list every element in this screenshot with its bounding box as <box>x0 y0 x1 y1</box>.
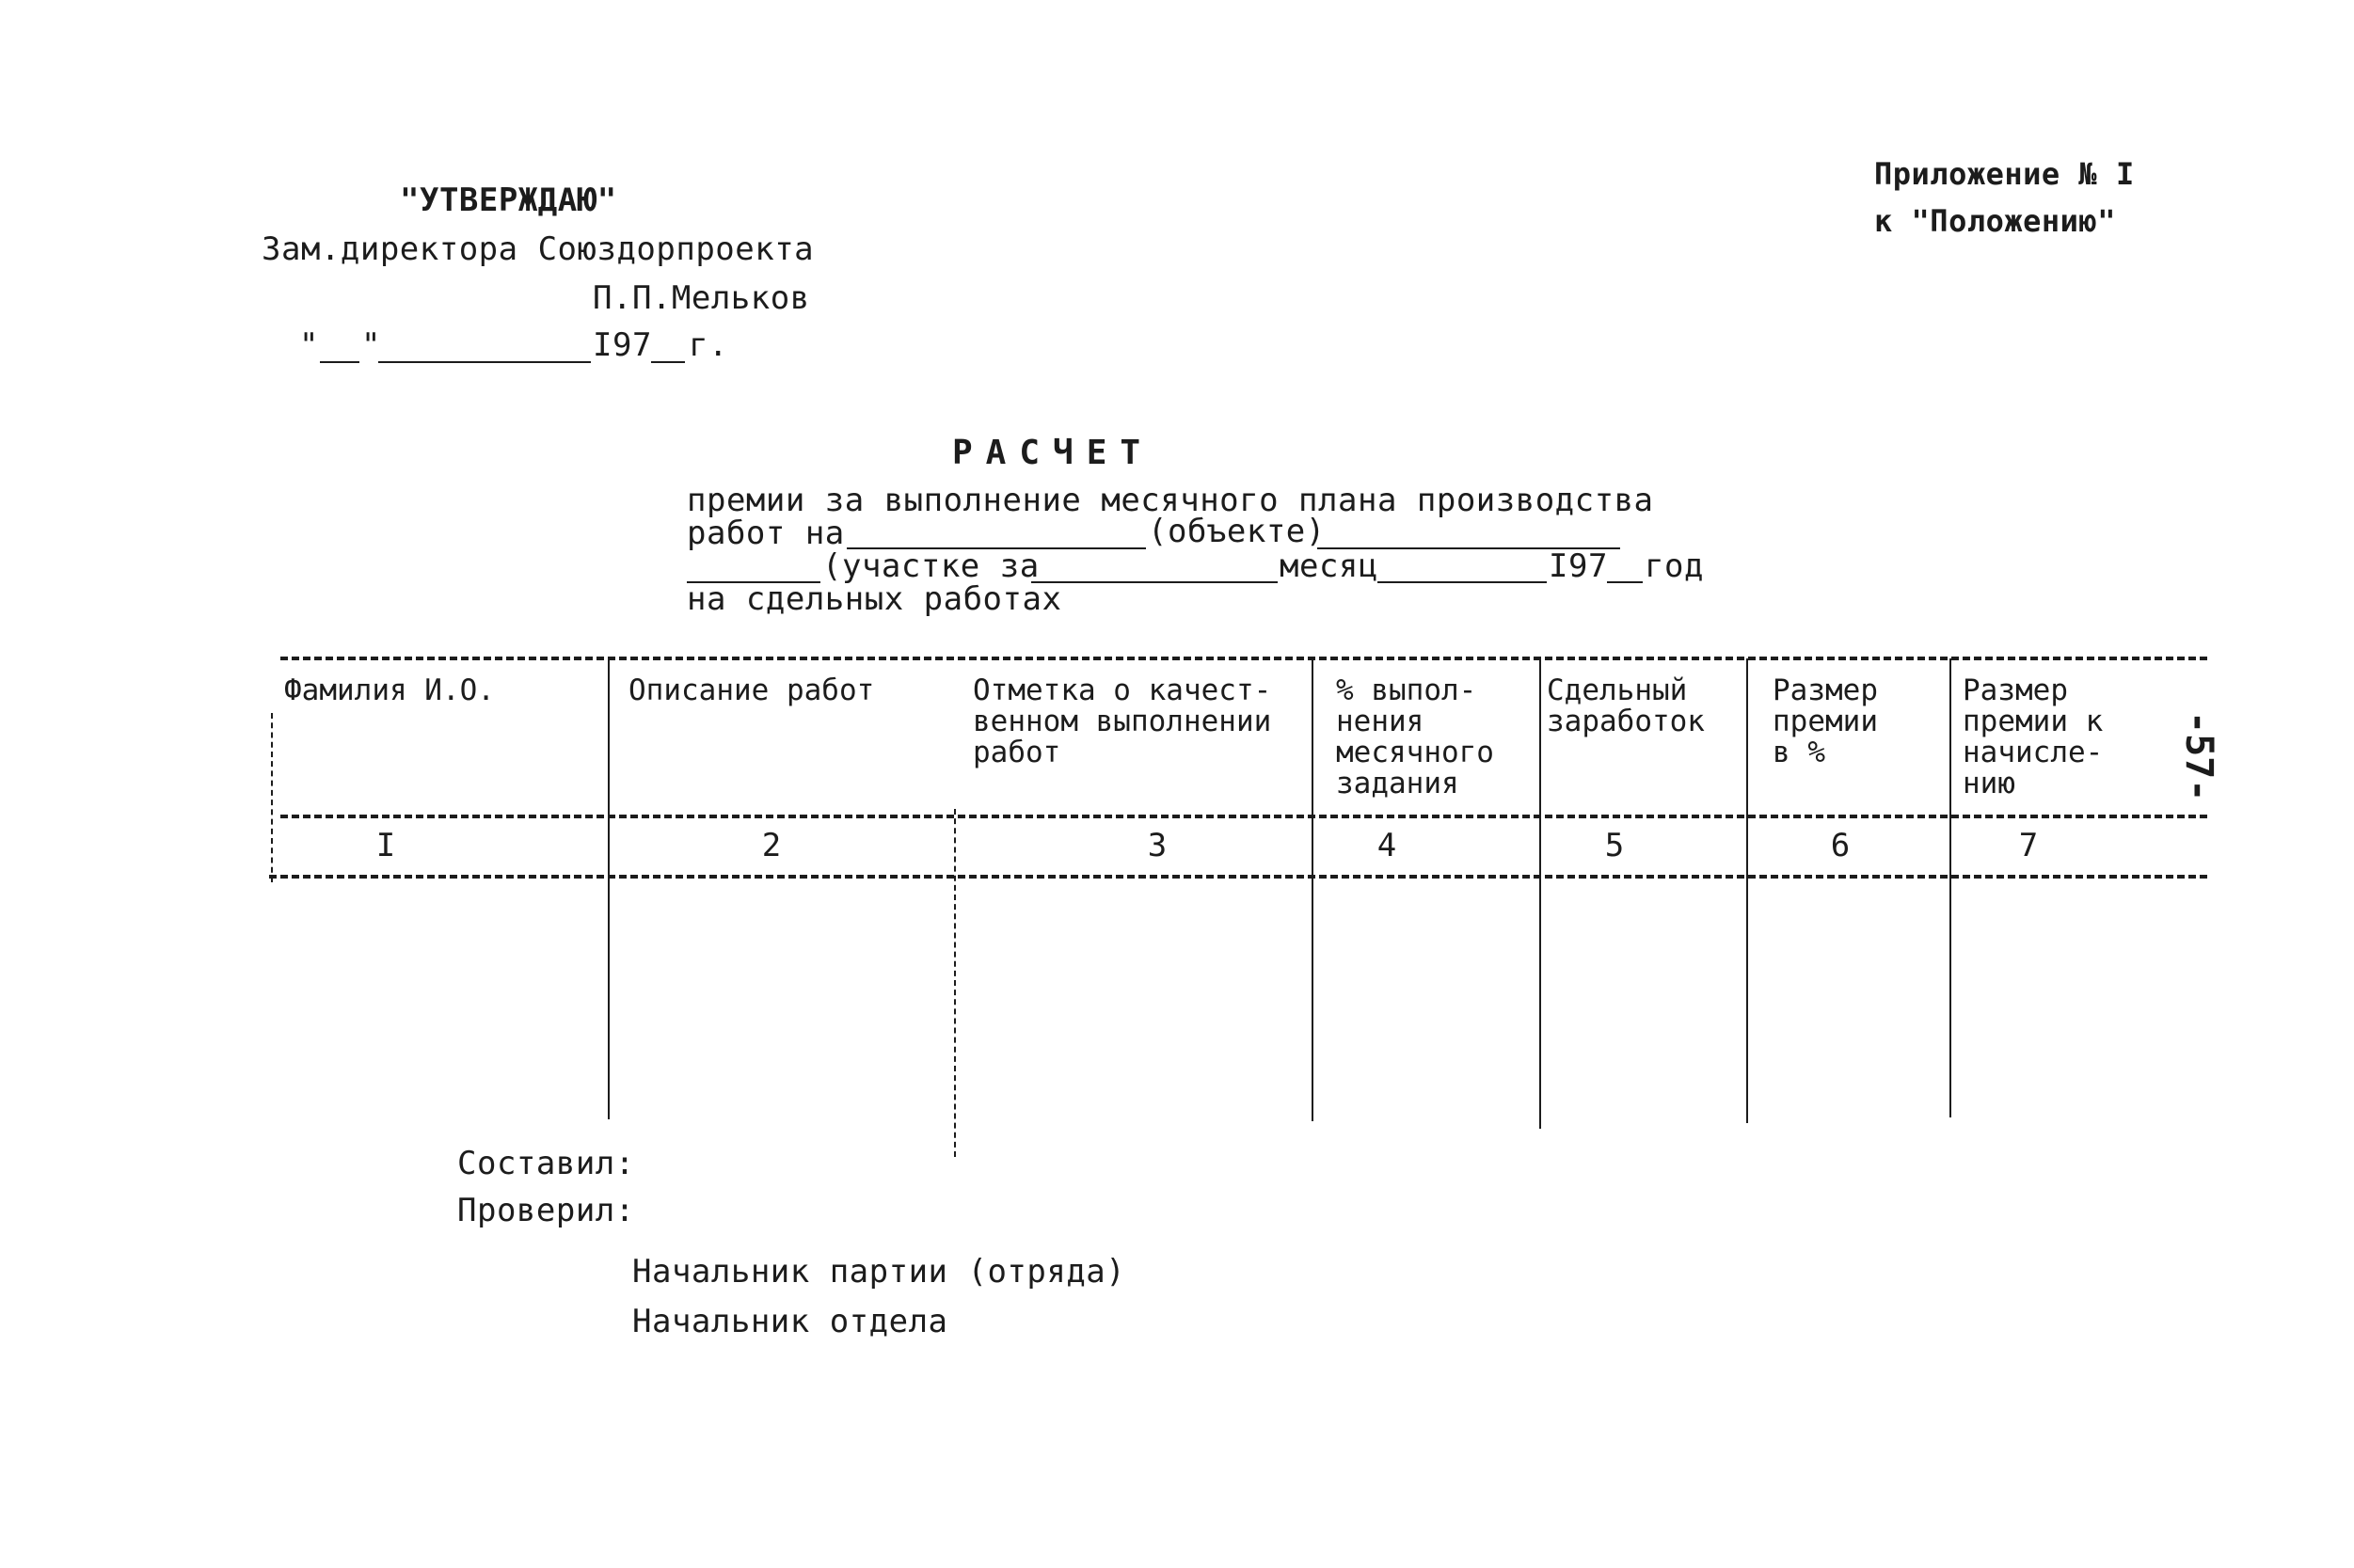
title-line3-blank2 <box>1377 581 1547 583</box>
table-header-full-name: Фамилия И.О. <box>284 673 495 707</box>
title-line2-b: (объекте) <box>1148 513 1326 550</box>
approval-date-year-suffix: г. <box>689 326 728 364</box>
approval-name: П.П.Мельков <box>593 279 810 317</box>
title-line3-blank3 <box>1607 581 1643 583</box>
title-line4: на сдельных работах <box>687 580 1062 618</box>
table-header-work-description: Описание работ <box>628 673 875 707</box>
table-header-piece-earnings: Сдельный заработок <box>1547 673 1705 738</box>
appendix-line2: к "Положению" <box>1874 203 2116 239</box>
table-rule-numbers <box>269 875 2207 879</box>
table-col-number-5: 5 <box>1604 827 1625 864</box>
approval-date-month-blank <box>378 361 591 363</box>
table-col-sep-1 <box>608 658 610 1119</box>
title-line3-blank0 <box>687 581 820 583</box>
title-line2-a: работ на <box>687 515 845 552</box>
title-line3-a: (участке за <box>822 547 1040 585</box>
appendix-line1: Приложение № I <box>1874 156 2135 192</box>
table-col-number-2: 2 <box>761 827 782 864</box>
title-line2-blank1 <box>847 547 1146 549</box>
title-line2-blank2 <box>1317 547 1620 549</box>
approval-date-year-blank <box>651 361 685 363</box>
table-col-number-4: 4 <box>1376 827 1397 864</box>
table-col-number-6: 6 <box>1830 827 1851 864</box>
checked-by-label: Проверил: <box>457 1192 635 1229</box>
table-rule-mid <box>280 815 2207 818</box>
table-col-sep-4 <box>1539 658 1541 1129</box>
table-col-number-1: I <box>375 827 396 864</box>
table-col-sep-3 <box>1312 658 1313 1121</box>
approval-date-day-blank <box>320 361 359 363</box>
chief-party-label: Начальник партии (отряда) <box>632 1253 1126 1291</box>
page-number: -57- <box>2177 711 2220 802</box>
table-col-sep-5 <box>1746 658 1748 1123</box>
table-header-bonus-percent: Размер премии в % <box>1773 673 1878 769</box>
table-rule-top <box>280 657 2207 660</box>
title-line3-blank1 <box>1031 581 1278 583</box>
table-col-sep-6 <box>1949 658 1951 1117</box>
table-col-number-7: 7 <box>2018 827 2039 864</box>
approval-position: Зам.директора Союздорпроекта <box>262 230 815 268</box>
title-line3-b: месяц <box>1280 547 1378 585</box>
chief-department-label: Начальник отдела <box>632 1303 948 1340</box>
approval-date-mid-quote: " <box>361 326 381 364</box>
table-left-edge <box>271 713 273 882</box>
table-header-quality-mark: Отметка о качест- венном выполнении рабо… <box>973 673 1272 769</box>
document-title: РАСЧЕТ <box>952 434 1154 472</box>
title-line3-d: год <box>1645 547 1704 585</box>
approval-date-open-quote: " <box>299 326 319 364</box>
table-header-completion-percent: % выпол- нения месячного задания <box>1336 673 1494 800</box>
approval-date-year: I97 <box>593 326 652 364</box>
compiled-by-label: Составил: <box>457 1145 635 1182</box>
title-line1: премии за выполнение месячного плана про… <box>687 482 1654 519</box>
table-header-bonus-amount: Размер премии к начисле- нию <box>1963 673 2104 800</box>
table-col-number-3: 3 <box>1147 827 1168 864</box>
title-line3-c: I97 <box>1549 547 1608 585</box>
approval-stamp: "УТВЕРЖДАЮ" <box>400 182 617 219</box>
table-col-sep-2 <box>954 809 956 1157</box>
